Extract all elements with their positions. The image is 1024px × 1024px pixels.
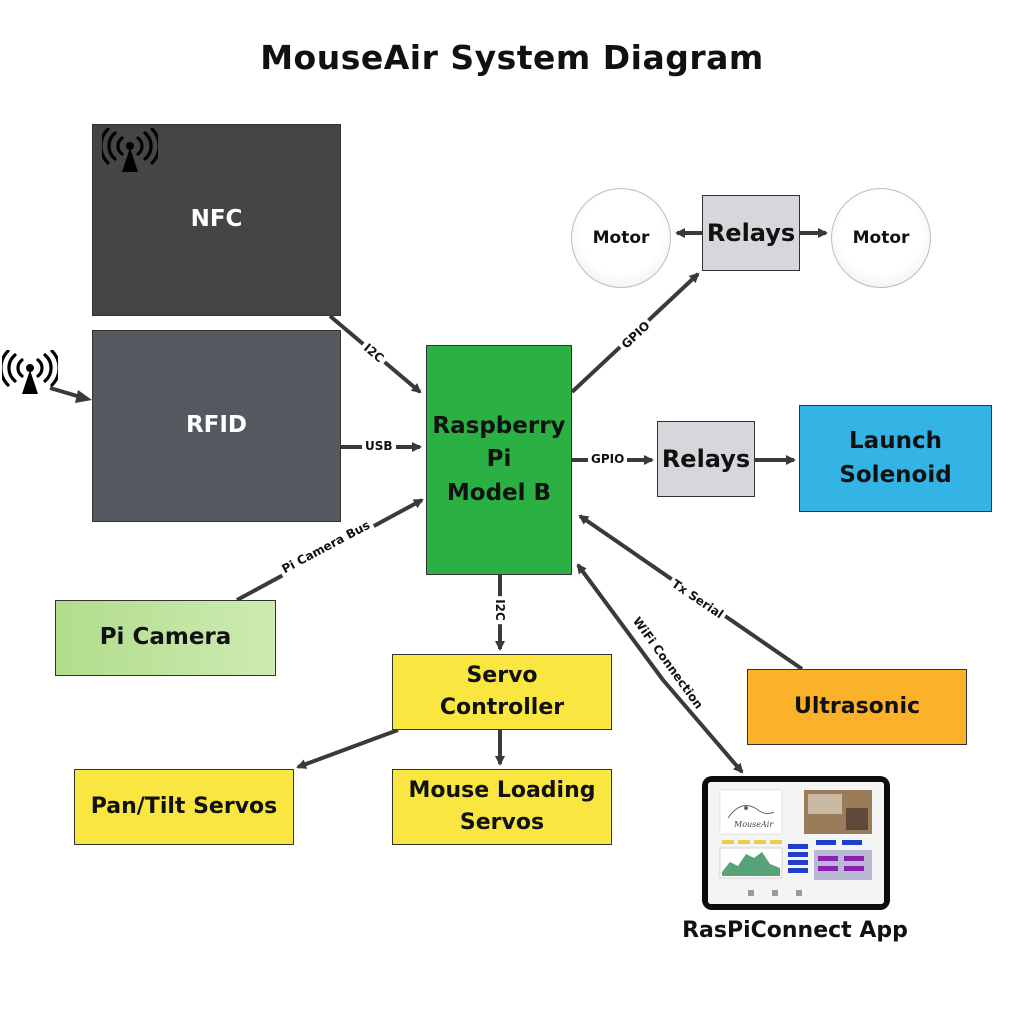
servo-line-1: Servo <box>466 663 538 689</box>
launch-solenoid-block: Launch Solenoid <box>799 405 992 512</box>
nfc-label: NFC <box>190 206 243 233</box>
pi-camera-label: Pi Camera <box>99 624 232 651</box>
edge-app-rpi <box>576 563 665 682</box>
raspiconnect-app-label: RasPiConnect App <box>682 918 908 943</box>
relays-top-label: Relays <box>706 218 796 247</box>
relays-mid-block: Relays <box>657 421 755 497</box>
app-screen-art <box>708 782 884 904</box>
edge-label-usb: USB <box>362 439 396 453</box>
edge-label-gpio-mid: GPIO <box>588 452 628 466</box>
pan-tilt-servos-block: Pan/Tilt Servos <box>74 769 294 845</box>
motor-right-node: Motor <box>831 188 931 288</box>
raspberry-pi-block: Raspberry Pi Model B <box>426 345 572 575</box>
pi-camera-block: Pi Camera <box>55 600 276 676</box>
nfc-block: NFC <box>92 124 341 316</box>
motor-left-label: Motor <box>592 228 650 248</box>
wireless-antenna-icon <box>102 128 158 172</box>
edge-label-i2c-servo: I2C <box>492 596 507 624</box>
rpi-line-2: Pi <box>486 446 512 473</box>
ultrasonic-block: Ultrasonic <box>747 669 967 745</box>
edge-rpi-app <box>661 678 744 774</box>
raspiconnect-tablet: MouseAir <box>702 776 890 910</box>
antenna-to-rfid-arrow <box>49 386 92 403</box>
loading-line-1: Mouse Loading <box>408 778 596 804</box>
pan-tilt-label: Pan/Tilt Servos <box>90 794 278 820</box>
loading-line-2: Servos <box>459 810 545 835</box>
launch-line-1: Launch <box>849 428 942 455</box>
rpi-line-1: Raspberry <box>432 412 566 439</box>
servo-controller-block: Servo Controller <box>392 654 612 730</box>
rpi-line-3: Model B <box>446 479 552 506</box>
wireless-antenna-icon <box>2 350 58 394</box>
app-screenshot-thumbnail: MouseAir <box>708 782 884 904</box>
servo-line-2: Controller <box>439 695 565 720</box>
relays-top-block: Relays <box>702 195 800 271</box>
ultrasonic-label: Ultrasonic <box>793 694 921 720</box>
rfid-label: RFID <box>185 412 248 439</box>
mouse-loading-servos-block: Mouse Loading Servos <box>392 769 612 845</box>
rfid-block: RFID <box>92 330 341 522</box>
relays-mid-label: Relays <box>661 444 751 473</box>
diagram-title: MouseAir System Diagram <box>260 38 764 77</box>
edge-servo-pantilt <box>296 728 399 769</box>
motor-right-label: Motor <box>852 228 910 248</box>
motor-left-node: Motor <box>571 188 671 288</box>
launch-line-2: Solenoid <box>839 461 952 488</box>
app-logo-text: MouseAir <box>734 820 774 829</box>
